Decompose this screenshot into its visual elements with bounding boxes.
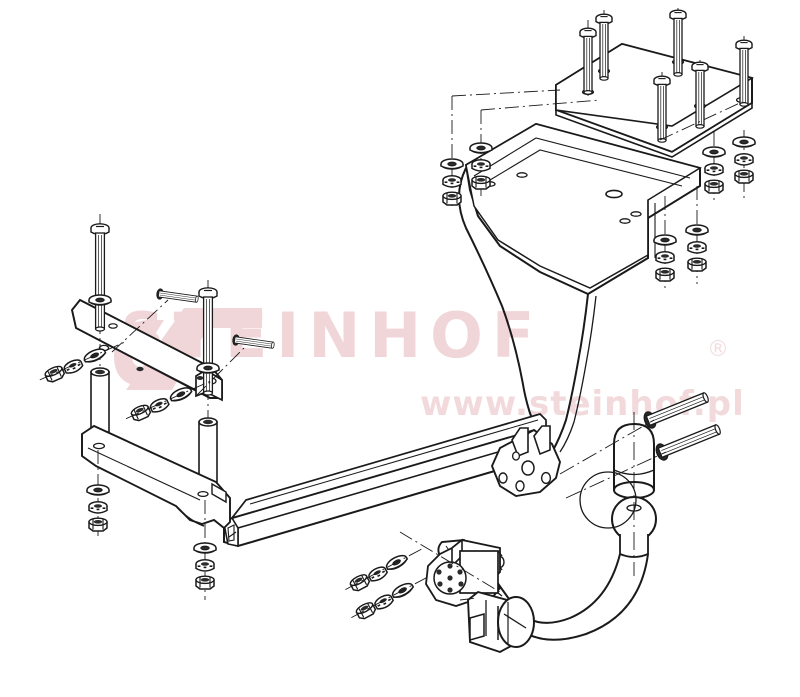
left-hw-lower: [125, 380, 211, 424]
hardware-stack-r3: [685, 186, 709, 284]
bolt-column-2: [595, 10, 613, 81]
lower-mounting-plate: [464, 122, 702, 296]
left-short-bolts: [111, 276, 277, 397]
socket-hardware-row-2: [351, 574, 432, 622]
chassis-support-leg: [458, 167, 597, 453]
hardware-stack-r4: [653, 196, 677, 292]
electrical-socket-7-pin: [467, 590, 535, 654]
hardware-stack-r1: [732, 130, 756, 200]
bolt-column-5: [653, 72, 671, 143]
left-bolt-2-washer: [196, 362, 220, 374]
bolt-column-6: [691, 60, 709, 129]
electrical-socket-assembly: [399, 531, 535, 654]
bolt-column-4: [735, 36, 753, 107]
left-support-arm: [81, 424, 231, 530]
socket-bracket-hardware: [345, 546, 432, 622]
lower-hw-stack-1: [86, 450, 110, 540]
left-bolt-1-washer: [88, 294, 112, 306]
hardware-stack-l2: [469, 110, 493, 200]
main-crossbeam: [223, 413, 547, 548]
lower-left-hardware: [86, 450, 217, 600]
spacer-tube-left: [90, 367, 110, 436]
crossbeam-riser: [490, 425, 562, 497]
hardware-stack-l1: [440, 96, 464, 210]
left-hw-upper: [39, 342, 125, 385]
lower-hw-stack-2: [193, 500, 217, 600]
socket-hardware-row-1: [345, 546, 426, 594]
left-bolt-2: [198, 280, 218, 520]
hardware-top-right-bolts: [579, 8, 753, 143]
hardware-stacks-plate-left: [440, 89, 743, 210]
bolt-column-3: [669, 8, 687, 77]
ball-mount-bolts: [559, 391, 723, 529]
spacer-tube-right: [198, 417, 218, 486]
left-hardware-stacks: [39, 342, 211, 424]
bolt-column-1: [579, 20, 597, 96]
electrical-socket-bracket: [425, 538, 503, 607]
hardware-stack-r2: [702, 132, 726, 202]
hardware-stacks-right: [653, 130, 756, 292]
